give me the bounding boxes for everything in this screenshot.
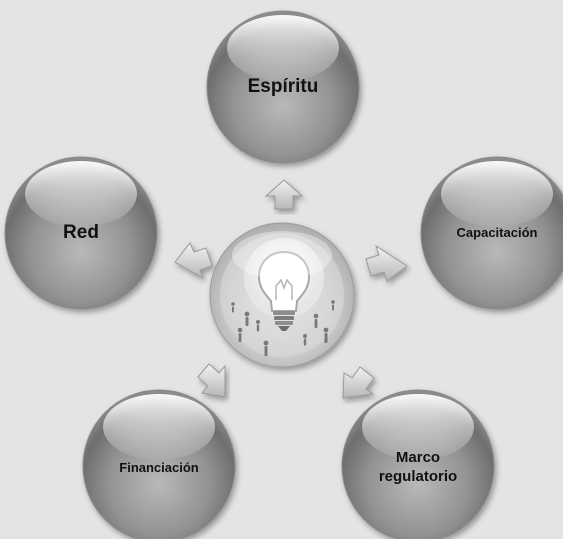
label-marco-regulatorio: Marco regulatorio [373,428,463,508]
arrow-to-espiritu [264,179,304,210]
node-marco-regulatorio [341,389,495,539]
arrow-to-red [174,242,213,280]
label-espiritu: Espíritu [223,62,343,112]
arrow-to-financiacion [197,363,226,398]
node-financiacion [82,389,236,539]
label-espiritu-text: Espíritu [247,76,319,98]
label-capacitacion-text: Capacitación [456,224,538,240]
label-financiacion: Financiación [110,440,208,496]
label-capacitacion: Capacitación [443,205,551,261]
label-red-text: Red [63,222,99,244]
node-red [4,156,158,310]
node-espiritu [206,10,360,164]
arrow-to-capacitacion [365,244,408,282]
arrow-to-marco [342,366,375,399]
label-marco-regulatorio-text: Marco regulatorio [378,449,458,485]
label-financiacion-text: Financiación [119,459,199,475]
label-red: Red [31,208,131,258]
node-capacitacion [420,156,563,310]
lightbulb-people-icon [209,222,355,368]
